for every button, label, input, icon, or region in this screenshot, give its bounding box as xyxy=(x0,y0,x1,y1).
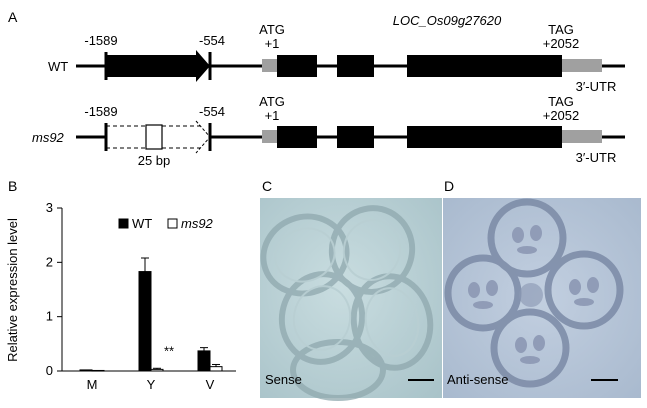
antisense-stained-cells xyxy=(468,225,599,364)
x-tick-label: V xyxy=(206,377,215,392)
wt-tag-label: TAG xyxy=(548,22,574,37)
ms92-exon-3 xyxy=(407,126,562,148)
wt-row-label: WT xyxy=(48,59,68,74)
ms92-3utr-label: 3′-UTR xyxy=(576,150,617,165)
significance-annotation: ** xyxy=(164,343,174,358)
legend-label: WT xyxy=(132,216,152,231)
y-tick-label: 3 xyxy=(46,200,53,215)
wt-promoter-start-label: -1589 xyxy=(84,33,117,48)
ms92-fragment-size-label: 25 bp xyxy=(138,153,171,168)
sense-micrograph: Sense xyxy=(260,198,442,401)
ms92-5utr xyxy=(262,130,277,143)
bar-ms92 xyxy=(91,369,105,372)
ms92-tag-label: TAG xyxy=(548,94,574,109)
panel-label-a: A xyxy=(8,9,18,25)
antisense-label: Anti-sense xyxy=(447,372,508,387)
gene-name: LOC_Os09g27620 xyxy=(393,13,502,28)
antisense-anther-outlines xyxy=(444,198,624,388)
bar-ms92 xyxy=(150,368,164,372)
wt-exon-3 xyxy=(407,55,562,77)
bar-ms92 xyxy=(209,366,223,372)
x-tick-label: Y xyxy=(147,377,156,392)
ms92-promoter-start-label: -1589 xyxy=(84,104,117,119)
wt-promoter-arrow xyxy=(106,50,210,82)
wt-exon-1 xyxy=(277,55,317,77)
ms92-promoter-end-label: -554 xyxy=(199,104,225,119)
wt-3utr-label: 3′-UTR xyxy=(576,79,617,94)
sense-anther-outlines xyxy=(260,205,434,401)
wt-atg-position: +1 xyxy=(265,36,280,51)
wt-exon-2 xyxy=(337,55,374,77)
bars xyxy=(79,257,223,372)
sense-inner-outlines xyxy=(274,219,420,357)
wt-atg-label: ATG xyxy=(259,22,285,37)
y-axis-label: Relative expression level xyxy=(5,218,20,362)
y-ticks: 0 1 2 3 xyxy=(46,200,62,378)
wt-gene-row: WT -1589 -554 ATG +1 TAG +2052 3′-UTR xyxy=(48,22,625,94)
wt-3utr xyxy=(562,59,602,72)
y-tick-label: 0 xyxy=(46,363,53,378)
sense-label: Sense xyxy=(265,372,302,387)
expression-bar-chart: Relative expression level 0 1 2 3 M Y V WT ms9… xyxy=(5,200,236,392)
ms92-3utr xyxy=(562,130,602,143)
bar-wt xyxy=(197,350,211,372)
ms92-tag-position: +2052 xyxy=(543,108,580,123)
ms92-deletion-arrowhead xyxy=(195,120,211,154)
legend-swatch xyxy=(118,218,129,229)
bar-wt xyxy=(79,369,93,372)
wt-tag-position: +2052 xyxy=(543,36,580,51)
ms92-exon-2 xyxy=(337,126,374,148)
ms92-row-label: ms92 xyxy=(32,130,65,145)
ms92-remaining-fragment xyxy=(145,124,163,150)
antisense-micrograph: Anti-sense xyxy=(443,198,641,398)
bar-wt xyxy=(138,271,152,372)
panel-label-c: C xyxy=(262,178,272,194)
panel-label-b: B xyxy=(8,178,17,194)
ms92-atg-label: ATG xyxy=(259,94,285,109)
wt-5utr xyxy=(262,59,277,72)
chart-legend: WT ms92 xyxy=(118,216,214,231)
ms92-atg-position: +1 xyxy=(265,108,280,123)
legend-label: ms92 xyxy=(181,216,214,231)
y-tick-label: 1 xyxy=(46,309,53,324)
ms92-gene-row: ms92 25 bp -1589 -554 ATG +1 TAG +2052 3… xyxy=(32,94,625,168)
panel-label-d: D xyxy=(444,178,454,194)
wt-promoter-end-label: -554 xyxy=(199,33,225,48)
ms92-exon-1 xyxy=(277,126,317,148)
y-tick-label: 2 xyxy=(46,254,53,269)
legend-swatch xyxy=(167,218,178,229)
x-tick-label: M xyxy=(87,377,98,392)
